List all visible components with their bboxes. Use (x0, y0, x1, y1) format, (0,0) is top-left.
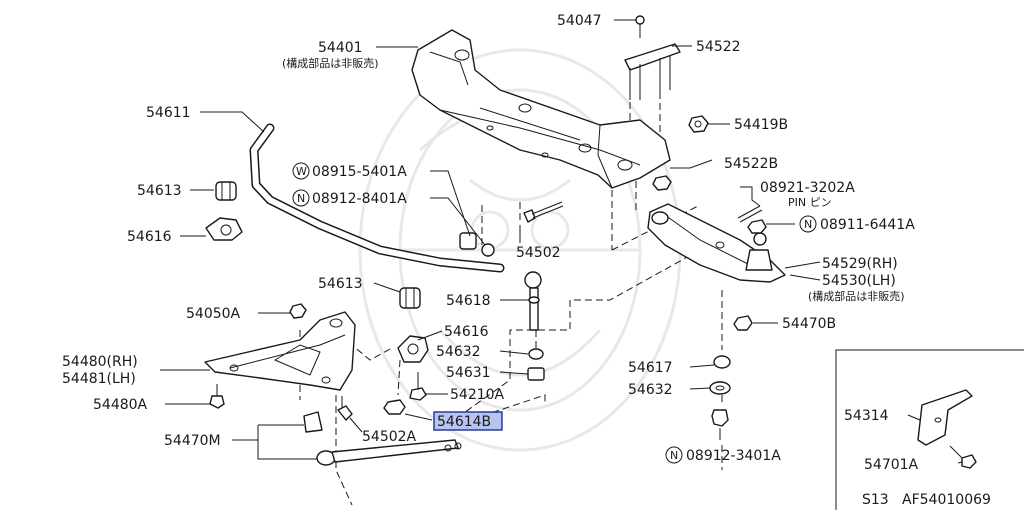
nut-08912-3401a-part (711, 409, 729, 427)
label-54613-left[interactable]: 54613 (137, 183, 182, 199)
bushing-54613-left-part (215, 181, 237, 201)
stabilizer-link-part (524, 271, 542, 331)
label-54530-lh[interactable]: 54530(LH) (822, 273, 896, 289)
label-54616-left[interactable]: 54616 (127, 229, 172, 245)
label-54529-rh[interactable]: 54529(RH) (822, 256, 898, 272)
label-54470m[interactable]: 54470M (164, 433, 221, 449)
label-08921-3202a[interactable]: 08921-3202A (760, 180, 855, 196)
label-54314[interactable]: 54314 (844, 408, 889, 424)
inset-panel (835, 349, 1024, 510)
nut-mark-icon-2 (799, 215, 817, 233)
bolt-54050a-part (289, 303, 307, 319)
label-08912-8401a[interactable]: 08912-8401A (312, 191, 407, 207)
label-54401-note: (構成部品は非販売) (282, 56, 379, 70)
nut-54522b-part (652, 175, 672, 191)
label-54502[interactable]: 54502 (516, 245, 561, 261)
washer-mark-icon (292, 162, 310, 180)
label-54481-lh[interactable]: 54481(LH) (62, 371, 136, 387)
diagram-footer-code: S13 AF54010069 (862, 492, 991, 508)
label-54613-right[interactable]: 54613 (318, 276, 363, 292)
nut-54470b-part (733, 315, 753, 331)
label-08912-3401a[interactable]: 08912-3401A (686, 448, 781, 464)
bracket-54480-part (204, 311, 356, 391)
label-54632-a[interactable]: 54632 (436, 344, 481, 360)
label-08921-pin: PIN ピン (788, 196, 832, 209)
nut-mark-letter-3: N (670, 449, 678, 462)
label-54617[interactable]: 54617 (628, 360, 673, 376)
label-54611[interactable]: 54611 (146, 105, 191, 121)
label-54522[interactable]: 54522 (696, 39, 741, 55)
part-labels: 54047 54522 54401 (構成部品は非販売) 54611 54419… (62, 13, 991, 508)
nut-mark-icon-3 (665, 446, 683, 464)
pin-08921-part (737, 205, 763, 223)
label-54530-note: (構成部品は非販売) (808, 289, 905, 303)
label-08915-5401a[interactable]: 08915-5401A (312, 164, 407, 180)
label-54616-right[interactable]: 54616 (444, 324, 489, 340)
bushing-54613-right-part (399, 287, 421, 309)
label-54522b[interactable]: 54522B (724, 156, 778, 172)
label-54210a[interactable]: 54210A (450, 387, 505, 403)
nut-mark-letter: N (297, 192, 305, 205)
label-54631[interactable]: 54631 (446, 365, 491, 381)
label-54701a[interactable]: 54701A (864, 457, 919, 473)
bolt-54047-part (635, 15, 645, 38)
nut-mark-letter-2: N (804, 218, 812, 231)
label-54480a[interactable]: 54480A (93, 397, 148, 413)
label-54632-b[interactable]: 54632 (628, 382, 673, 398)
leader-lines (160, 19, 963, 464)
label-54618[interactable]: 54618 (446, 293, 491, 309)
bolt-54502-part (523, 201, 564, 223)
bolt-54502a-part (337, 396, 353, 421)
nut-54614b-part (383, 399, 406, 415)
crossmember-part (411, 29, 671, 189)
label-54480-rh[interactable]: 54480(RH) (62, 354, 138, 370)
bolt-54210a-part (409, 372, 427, 401)
label-54047[interactable]: 54047 (557, 13, 602, 29)
bolt-54480a-part (209, 384, 225, 409)
washer-mark-letter: W (296, 165, 307, 178)
label-54502a[interactable]: 54502A (362, 429, 417, 445)
tension-rod-part (303, 411, 462, 466)
label-54614b[interactable]: 54614B (437, 414, 491, 430)
bracket-54522-part (624, 43, 681, 100)
label-54050a[interactable]: 54050A (186, 306, 241, 322)
clamp-54616-left-part (205, 217, 243, 241)
bushing-mid-part (459, 232, 495, 257)
bushing-stack-right-part (709, 355, 731, 395)
washer-stack-part (527, 348, 545, 381)
nut-54419b-part (688, 115, 709, 133)
nut-mark-icon (292, 189, 310, 207)
clamp-54616-right-part (397, 335, 429, 363)
selected-part-highlight (433, 411, 503, 431)
label-08911-6441a[interactable]: 08911-6441A (820, 217, 915, 233)
label-54419b[interactable]: 54419B (734, 117, 788, 133)
label-54401[interactable]: 54401 (318, 40, 363, 56)
ball-joint-part (745, 232, 773, 271)
label-54470b[interactable]: 54470B (782, 316, 836, 332)
stabilizer-bar-part (249, 123, 505, 273)
nut-08911-part (747, 219, 767, 234)
